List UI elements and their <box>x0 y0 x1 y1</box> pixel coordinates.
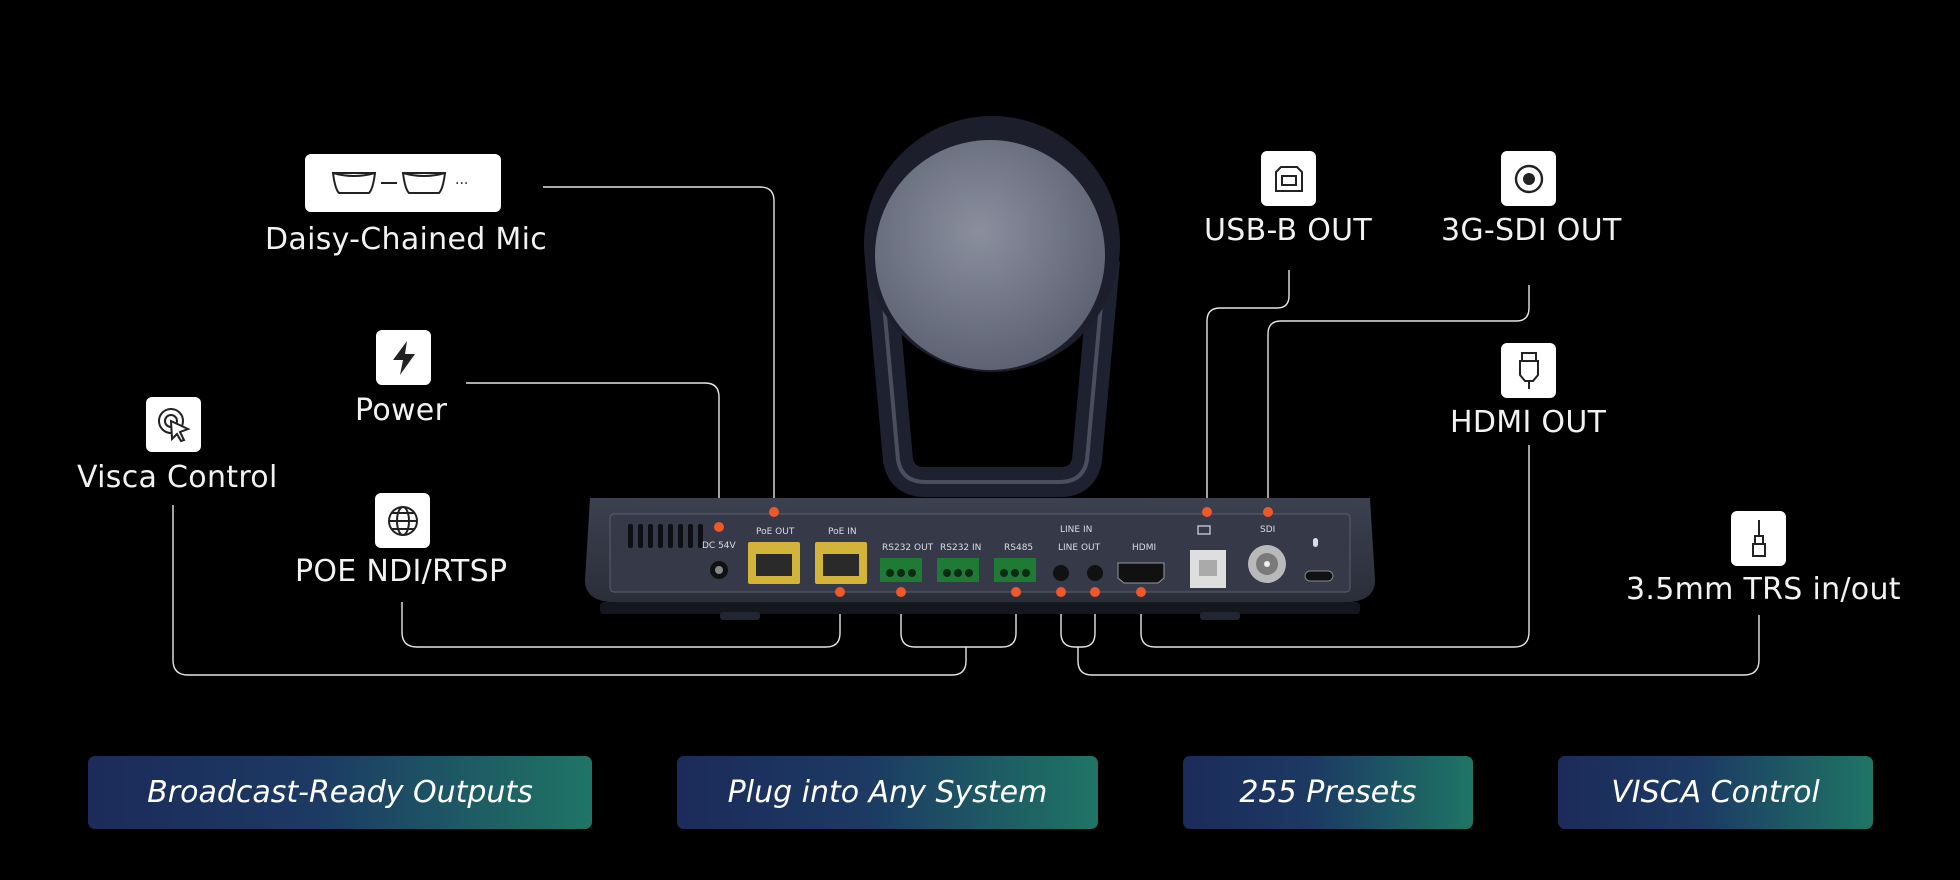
poe-out-port-label: PoE OUT <box>756 527 795 537</box>
touch-pointer-icon <box>146 397 201 452</box>
usb-b-out-label: USB-B OUT <box>1204 213 1373 248</box>
line-out-port-label: LINE OUT <box>1058 543 1101 553</box>
feature-broadcast-ready: Broadcast-Ready Outputs <box>88 756 592 829</box>
dc-port-label: DC 54V <box>702 541 737 551</box>
rs232-in-port-label: RS232 IN <box>940 543 981 553</box>
usb-b-icon <box>1261 151 1316 206</box>
poe-ndi-rtsp-label: POE NDI/RTSP <box>295 554 508 589</box>
daisy-chained-mic-label: Daisy-Chained Mic <box>265 222 548 257</box>
power-label: Power <box>355 393 448 428</box>
rs232-out-port-label: RS232 OUT <box>882 543 934 553</box>
visca-control-label: Visca Control <box>77 460 278 495</box>
feature-visca-control: VISCA Control <box>1558 756 1873 829</box>
trs-in-out-label: 3.5mm TRS in/out <box>1626 572 1901 607</box>
feature-plug-into-any-system: Plug into Any System <box>677 756 1098 829</box>
sdi-port-label: SDI <box>1260 525 1275 535</box>
globe-icon <box>375 493 430 548</box>
hdmi-out-label: HDMI OUT <box>1450 405 1607 440</box>
ptz-camera-illustration: DC 54V PoE OUT PoE IN RS232 OUT RS232 IN… <box>585 116 1375 620</box>
hdmi-cable-icon <box>1501 343 1556 398</box>
3g-sdi-out-label: 3G-SDI OUT <box>1441 213 1622 248</box>
poe-in-port-label: PoE IN <box>828 527 857 537</box>
lightning-bolt-icon <box>376 330 431 385</box>
hdmi-port-label: HDMI <box>1132 543 1156 553</box>
rs485-port-label: RS485 <box>1004 543 1033 553</box>
trs-jack-icon <box>1731 511 1786 566</box>
line-in-port-label: LINE IN <box>1060 525 1092 535</box>
sdi-connector-icon <box>1501 151 1556 206</box>
daisy-chain-mic-icon: ··· <box>305 154 501 212</box>
svg-text:···: ··· <box>455 176 468 192</box>
feature-255-presets: 255 Presets <box>1183 756 1473 829</box>
